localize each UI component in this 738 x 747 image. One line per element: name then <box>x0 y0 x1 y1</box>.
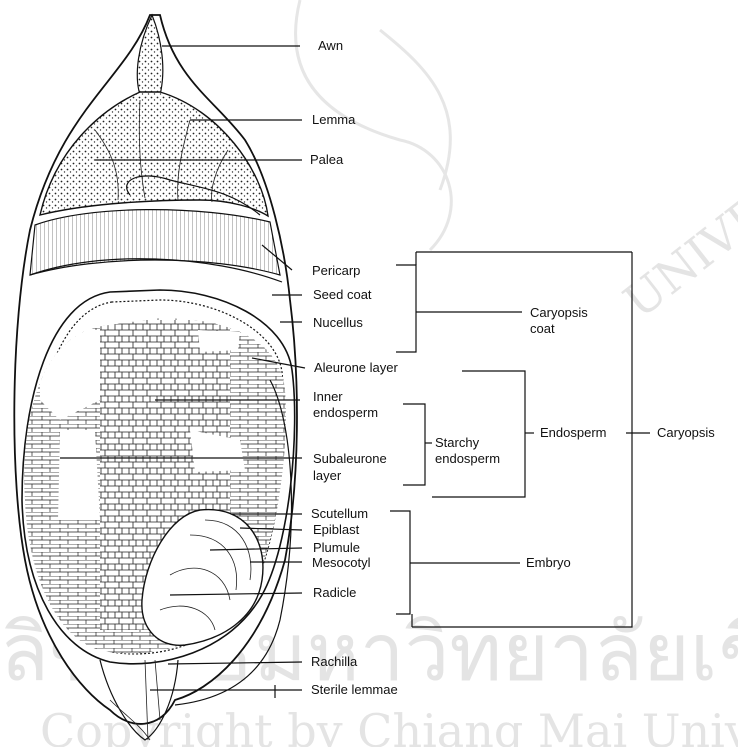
label-mesocotyl: Mesocotyl <box>312 555 371 570</box>
label-sterile-lemmae: Sterile lemmae <box>311 682 398 697</box>
label-inner-endosperm-line2: endosperm <box>313 405 378 420</box>
label-scutellum: Scutellum <box>311 506 368 521</box>
label-epiblast: Epiblast <box>313 522 360 537</box>
label-awn: Awn <box>318 38 343 53</box>
label-endosperm: Endosperm <box>540 425 606 440</box>
label-caryopsis-coat-line1: Caryopsis <box>530 305 588 320</box>
label-aleurone-layer: Aleurone layer <box>314 360 398 375</box>
label-plumule: Plumule <box>313 540 360 555</box>
label-pericarp: Pericarp <box>312 263 360 278</box>
label-embryo: Embryo <box>526 555 571 570</box>
label-starchy-endosperm-line2: endosperm <box>435 451 500 466</box>
label-caryopsis: Caryopsis <box>657 425 715 440</box>
label-seed-coat: Seed coat <box>313 287 372 302</box>
label-radicle: Radicle <box>313 585 356 600</box>
labels: Awn Lemma Palea Pericarp Seed coat Nucel… <box>310 38 715 697</box>
label-inner-endosperm-line1: Inner <box>313 389 343 404</box>
label-lemma: Lemma <box>312 112 356 127</box>
label-rachilla: Rachilla <box>311 654 358 669</box>
brackets <box>390 252 650 627</box>
label-subaleurone-layer-line2: layer <box>313 468 342 483</box>
label-starchy-endosperm-line1: Starchy <box>435 435 480 450</box>
label-palea: Palea <box>310 152 344 167</box>
label-caryopsis-coat-line2: coat <box>530 321 555 336</box>
label-subaleurone-layer-line1: Subaleurone <box>313 451 387 466</box>
label-nucellus: Nucellus <box>313 315 363 330</box>
